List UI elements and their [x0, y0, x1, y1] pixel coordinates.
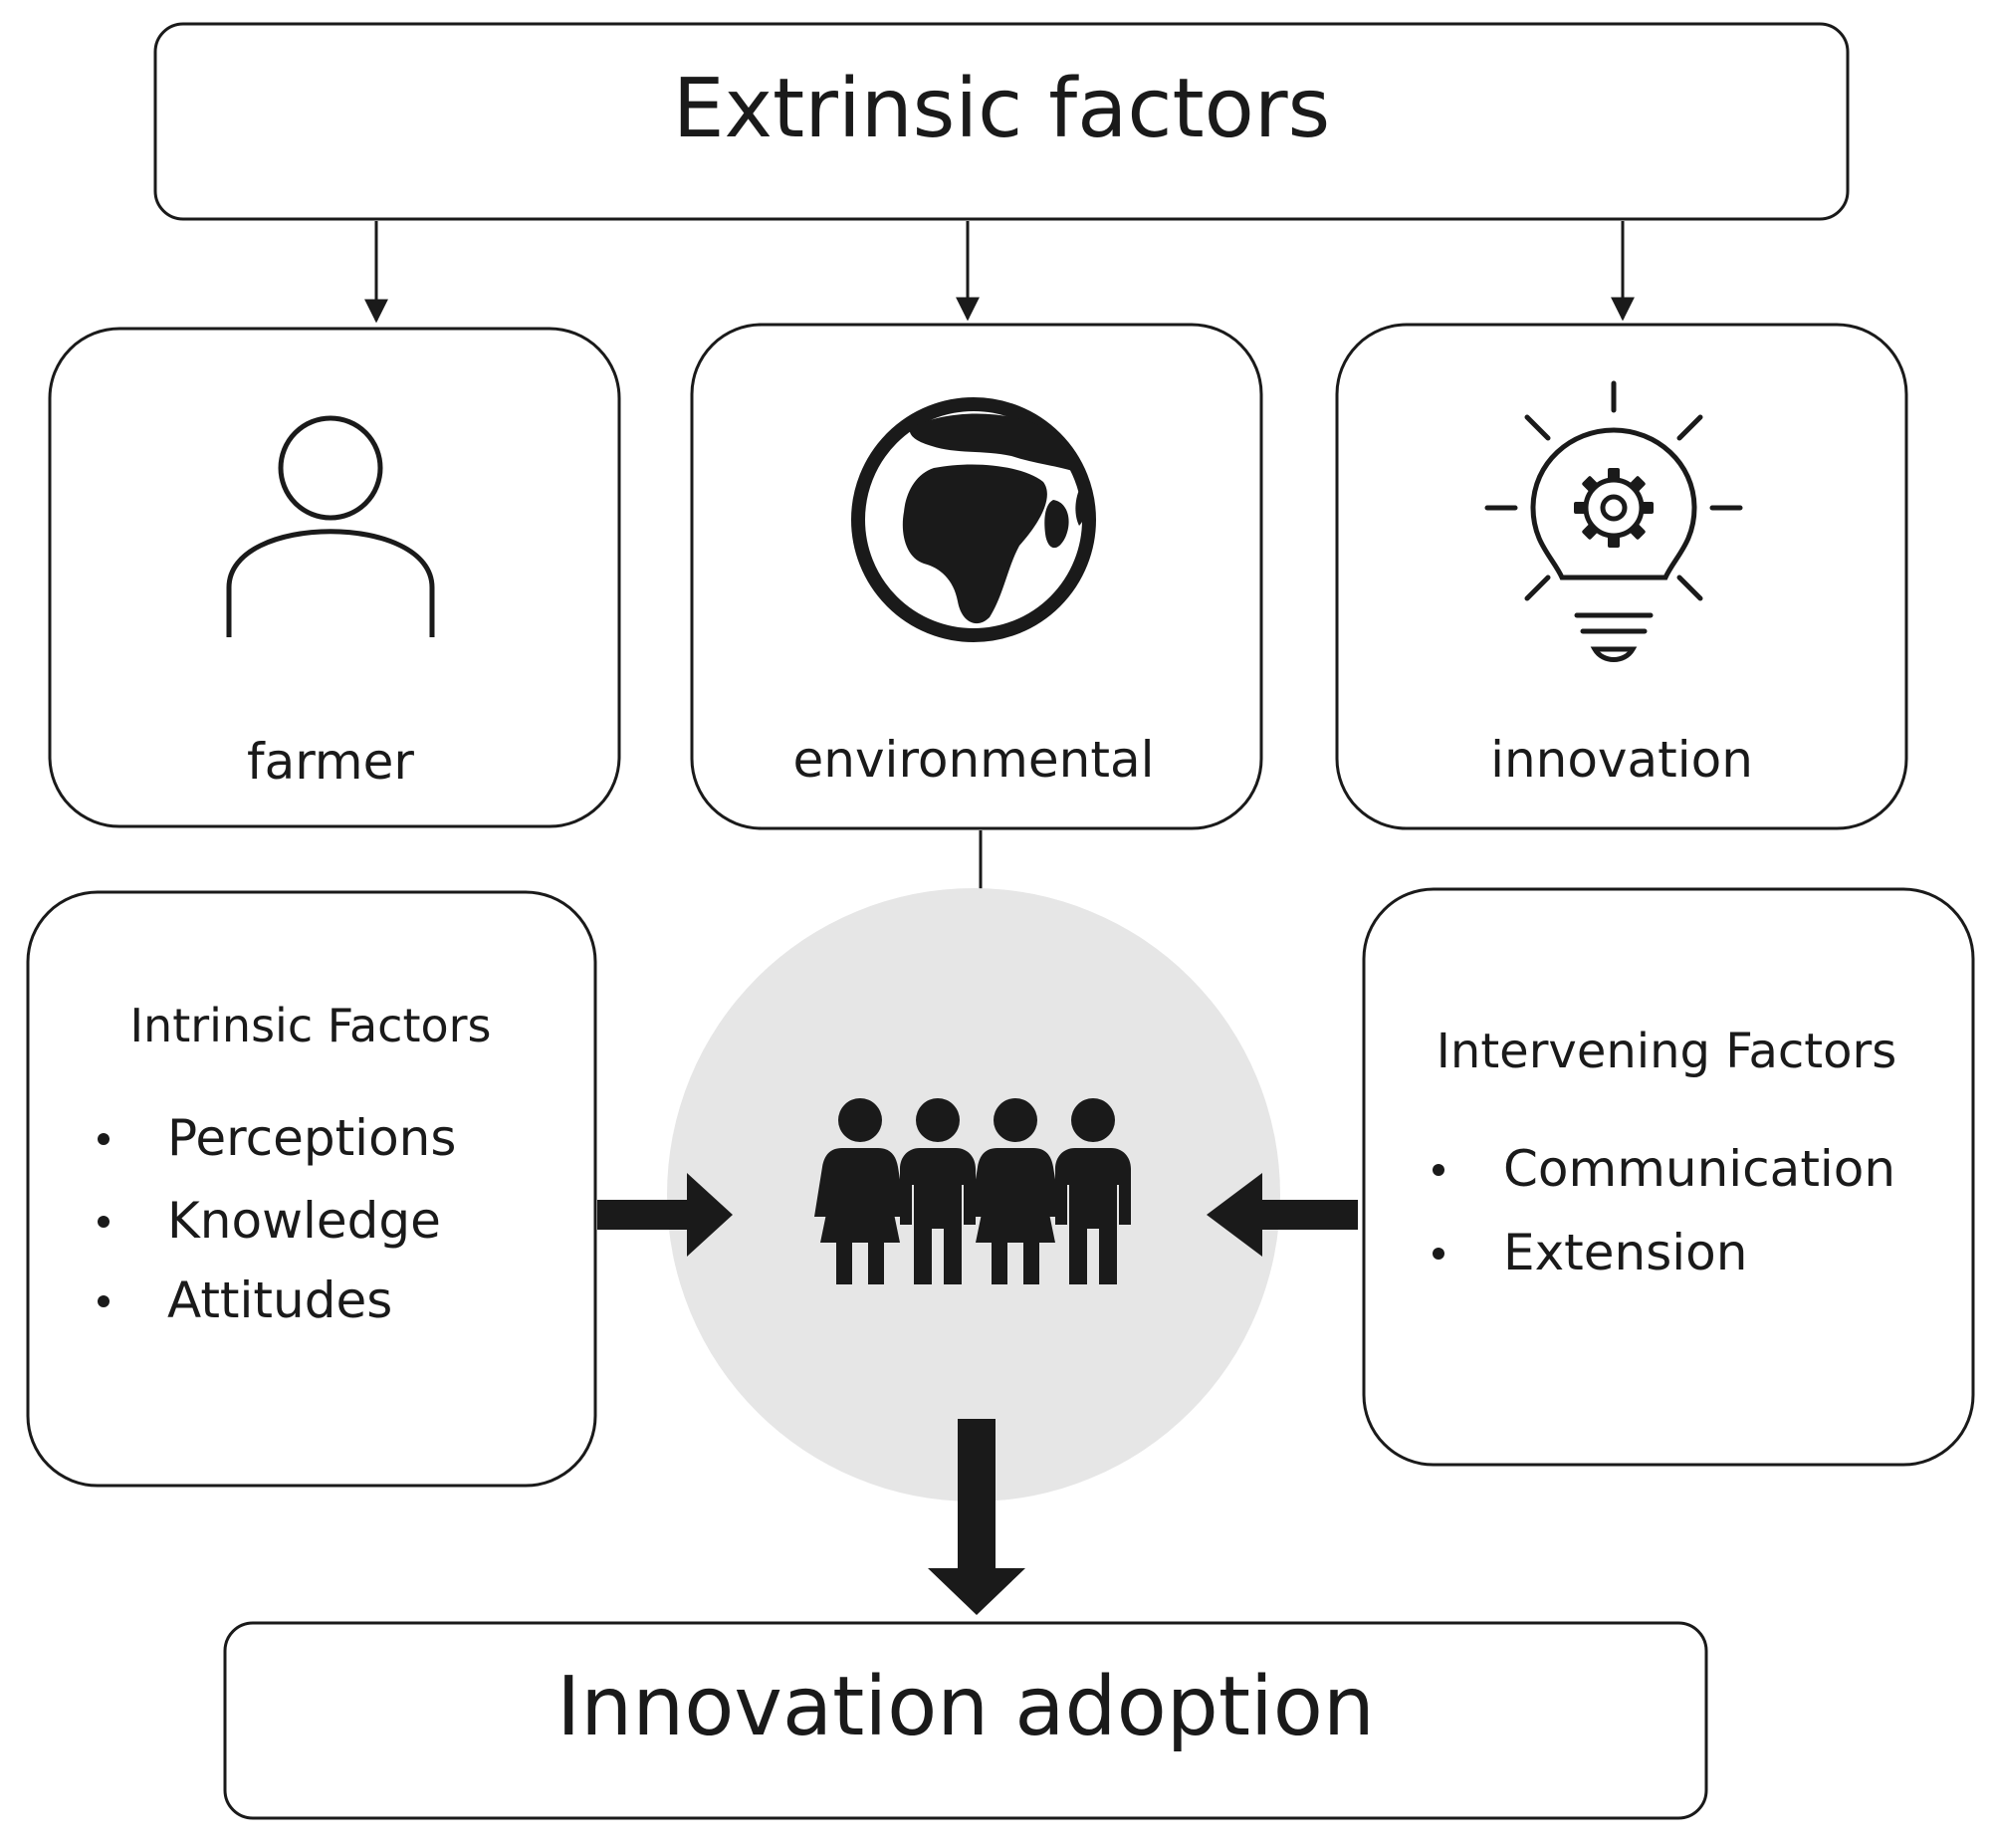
gear-icon — [1574, 468, 1654, 548]
innovation-label: innovation — [1490, 731, 1753, 789]
intervening-factors-box: Intervening Factors Communication Extens… — [1362, 887, 1975, 1467]
environmental-label: environmental — [793, 731, 1155, 789]
intrinsic-item-perceptions: Perceptions — [167, 1109, 456, 1167]
arrow-center-to-adoption — [928, 1419, 1025, 1615]
intrinsic-factors-title: Intrinsic Factors — [129, 999, 491, 1052]
people-group-icon — [814, 1098, 1131, 1284]
intrinsic-factors-box: Intrinsic Factors Perceptions Knowledge … — [26, 890, 597, 1488]
innovation-adoption-title: Innovation adoption — [556, 1660, 1375, 1754]
innovation-adoption-box: Innovation adoption — [223, 1621, 1708, 1820]
arrow-intrinsic-to-center — [597, 1173, 733, 1257]
globe-icon — [851, 397, 1096, 642]
lightbulb-gear-icon — [1484, 380, 1743, 662]
farmer-label: farmer — [247, 733, 414, 791]
intrinsic-item-knowledge: Knowledge — [167, 1192, 441, 1250]
intervening-item-extension: Extension — [1503, 1224, 1747, 1281]
environmental-box: environmental — [690, 323, 1263, 830]
farmer-box: farmer — [48, 327, 621, 828]
extrinsic-factors-box: Extrinsic factors — [153, 22, 1850, 221]
arrow-intervening-to-center — [1207, 1173, 1358, 1257]
intervening-factors-list: Communication Extension — [1433, 1140, 1895, 1281]
intrinsic-item-attitudes: Attitudes — [167, 1271, 392, 1329]
intervening-item-communication: Communication — [1503, 1140, 1895, 1198]
extrinsic-factors-title: Extrinsic factors — [673, 62, 1331, 156]
intrinsic-factors-list: Perceptions Knowledge Attitudes — [98, 1109, 456, 1329]
innovation-box: innovation — [1335, 323, 1908, 830]
person-icon — [226, 415, 435, 637]
intervening-factors-title: Intervening Factors — [1437, 1024, 1896, 1079]
